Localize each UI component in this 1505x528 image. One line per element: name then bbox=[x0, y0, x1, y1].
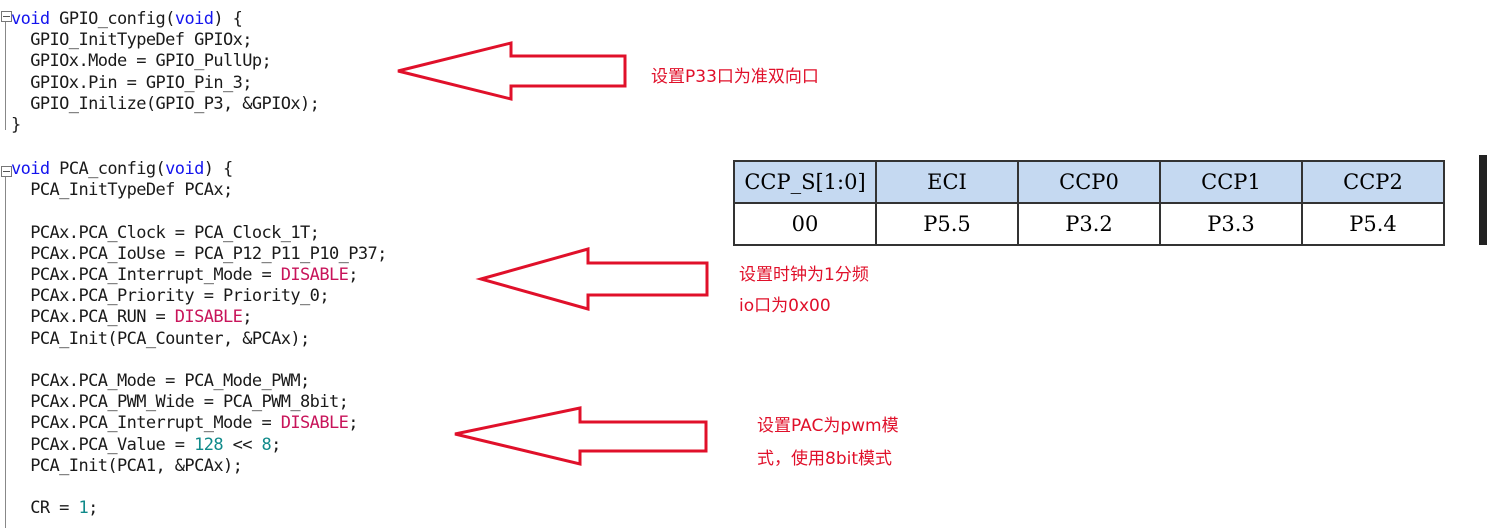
table-edge-bar bbox=[1479, 155, 1487, 245]
code-line: PCA_Init(PCA_Counter, &PCAx); bbox=[11, 329, 310, 350]
code-line: PCAx.PCA_Interrupt_Mode = DISABLE; bbox=[11, 413, 358, 434]
code-line: PCAx.PCA_Mode = PCA_Mode_PWM; bbox=[11, 371, 310, 392]
pwm-note-2: 式，使用8bit模式 bbox=[757, 449, 892, 469]
code-token: PCAx.PCA_Value = bbox=[11, 434, 195, 455]
code-line: PCA_InitTypeDef PCAx; bbox=[11, 180, 233, 201]
code-line: PCAx.PCA_IoUse = PCA_P12_P11_P10_P37; bbox=[11, 244, 387, 265]
table-cell: 00 bbox=[733, 202, 877, 246]
table-row: 00 P5.5 P3.2 P3.3 P5.4 bbox=[733, 202, 1445, 246]
code-token: PCA_Init(PCA_Counter, &PCAx); bbox=[11, 328, 310, 349]
table-cell: P3.2 bbox=[1017, 202, 1161, 246]
code-token: DISABLE bbox=[174, 307, 243, 328]
fold-marker-pca[interactable] bbox=[1, 166, 12, 177]
table-header-row: CCP_S[1:0] ECI CCP0 CCP1 CCP2 bbox=[733, 160, 1445, 204]
code-token: void bbox=[165, 159, 204, 179]
code-line: void PCA_config(void) { bbox=[11, 159, 233, 180]
code-token: GPIO_InitTypeDef GPIOx; bbox=[11, 30, 252, 51]
clock-note-1: 设置时钟为1分频 bbox=[739, 265, 869, 285]
code-token: ; bbox=[271, 434, 281, 455]
code-token: 1 bbox=[78, 498, 89, 519]
code-line: } bbox=[11, 115, 21, 136]
code-token: PCAx.PCA_Clock = PCA_Clock_1T; bbox=[11, 222, 320, 243]
code-token: 8 bbox=[261, 434, 272, 455]
code-line: PCAx.PCA_Priority = Priority_0; bbox=[11, 286, 329, 307]
code-token: ; bbox=[348, 265, 358, 285]
code-token: GPIO_Inilize(GPIO_P3, &GPIOx); bbox=[11, 93, 320, 114]
pwm-note-1: 设置PAC为pwm模 bbox=[757, 416, 899, 436]
code-token: PCAx.PCA_Interrupt_Mode = bbox=[11, 265, 281, 285]
code-line: void GPIO_config(void) { bbox=[11, 9, 243, 30]
code-line: CR = 1; bbox=[11, 498, 98, 519]
arrow-pwm-shape bbox=[454, 406, 708, 466]
code-line: PCAx.PCA_Interrupt_Mode = DISABLE; bbox=[11, 265, 358, 286]
code-token: DISABLE bbox=[280, 265, 349, 285]
code-token: ) { bbox=[203, 159, 234, 179]
fold-gutter-pca bbox=[5, 177, 6, 528]
code-line: GPIOx.Pin = GPIO_Pin_3; bbox=[11, 73, 252, 94]
code-token: } bbox=[11, 115, 21, 135]
code-token: CR = bbox=[11, 498, 79, 519]
code-token: ; bbox=[348, 413, 358, 434]
code-token: void bbox=[174, 9, 214, 29]
fold-gutter-gpio bbox=[5, 22, 6, 130]
ccp-pin-table: CCP_S[1:0] ECI CCP0 CCP1 CCP2 00 P5.5 P3… bbox=[733, 160, 1445, 246]
code-line: GPIO_InitTypeDef GPIOx; bbox=[11, 30, 252, 51]
code-line: GPIO_Inilize(GPIO_P3, &GPIOx); bbox=[11, 93, 320, 115]
code-token: GPIO_config( bbox=[49, 9, 175, 29]
code-token: DISABLE bbox=[280, 413, 349, 434]
code-token: PCAx.PCA_PWM_Wide = PCA_PWM_8bit; bbox=[11, 392, 349, 413]
gpio-note: 设置P33口为准双向口 bbox=[651, 67, 819, 87]
table-cell: P5.5 bbox=[875, 202, 1019, 246]
code-token: PCAx.PCA_Interrupt_Mode = bbox=[11, 413, 281, 434]
code-token: << bbox=[222, 434, 262, 455]
code-token: PCA_config( bbox=[49, 159, 166, 179]
code-token: PCAx.PCA_Mode = PCA_Mode_PWM; bbox=[11, 371, 310, 391]
code-token: PCA_InitTypeDef PCAx; bbox=[11, 180, 233, 201]
code-token: PCAx.PCA_IoUse = PCA_P12_P11_P10_P37; bbox=[11, 243, 387, 264]
code-line: PCAx.PCA_PWM_Wide = PCA_PWM_8bit; bbox=[11, 392, 349, 413]
code-token: PCAx.PCA_Priority = Priority_0; bbox=[11, 286, 329, 307]
code-line: PCAx.PCA_Clock = PCA_Clock_1T; bbox=[11, 222, 320, 244]
table-header-cell: CCP_S[1:0] bbox=[733, 160, 877, 204]
code-line: PCAx.PCA_Value = 128 << 8; bbox=[11, 435, 281, 456]
table-header-cell: CCP0 bbox=[1017, 160, 1161, 204]
table-header-cell: ECI bbox=[875, 160, 1019, 204]
fold-marker-gpio[interactable] bbox=[1, 11, 12, 22]
code-token: void bbox=[11, 9, 50, 29]
code-token: GPIOx.Pin = GPIO_Pin_3; bbox=[11, 72, 252, 93]
clock-note-2: io口为0x00 bbox=[739, 296, 831, 316]
arrow-gpio-shape bbox=[397, 41, 627, 101]
code-line: GPIOx.Mode = GPIO_PullUp; bbox=[11, 51, 271, 72]
code-line: PCA_Init(PCA1, &PCAx); bbox=[11, 455, 243, 477]
code-token: ) { bbox=[213, 9, 243, 29]
code-token: ; bbox=[242, 307, 252, 328]
code-line: PCAx.PCA_RUN = DISABLE; bbox=[11, 307, 252, 328]
code-token: GPIOx.Mode = GPIO_PullUp; bbox=[11, 51, 272, 72]
arrow-clock-shape bbox=[475, 247, 709, 311]
code-token: 128 bbox=[194, 434, 224, 455]
code-token: ; bbox=[88, 498, 98, 519]
table-header-cell: CCP2 bbox=[1301, 160, 1445, 204]
code-token: PCA_Init(PCA1, &PCAx); bbox=[11, 455, 243, 476]
table-cell: P3.3 bbox=[1159, 202, 1303, 246]
code-token: PCAx.PCA_RUN = bbox=[11, 307, 175, 328]
code-token: void bbox=[11, 159, 50, 179]
table-header-cell: CCP1 bbox=[1159, 160, 1303, 204]
table-cell: P5.4 bbox=[1301, 202, 1445, 246]
